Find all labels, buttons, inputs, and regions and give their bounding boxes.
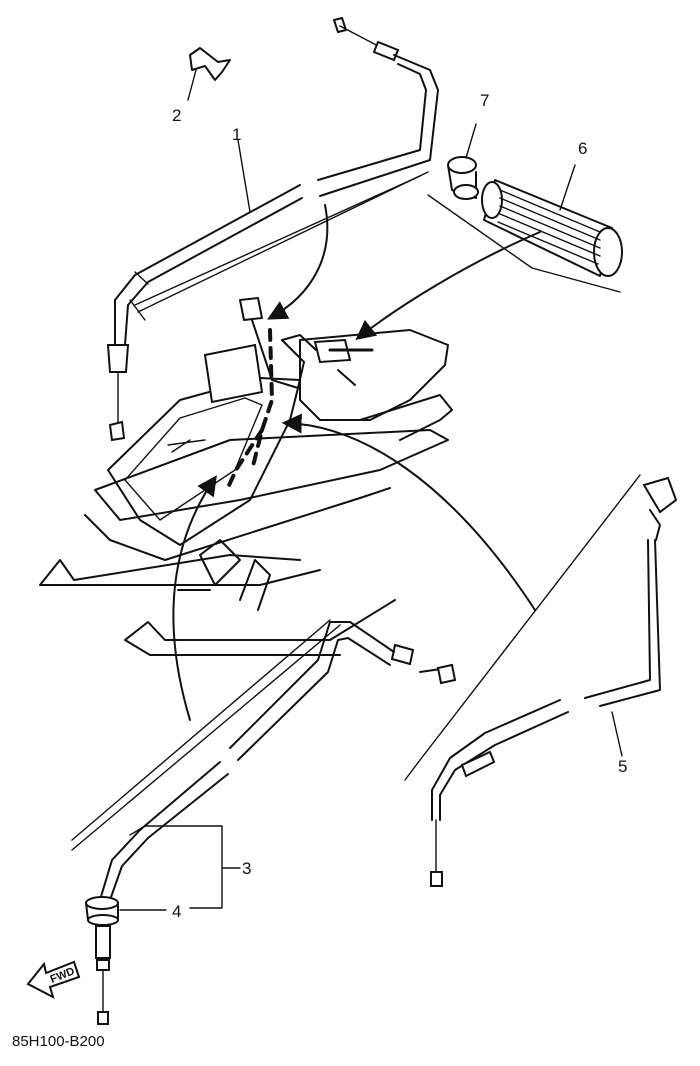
cable-part-1 xyxy=(106,17,439,442)
callout-4: 4 xyxy=(172,902,181,921)
grip-ribs xyxy=(497,189,601,265)
callout-3: 3 xyxy=(242,859,251,878)
fwd-arrow: FWD xyxy=(26,960,81,999)
cable-part-3-4 xyxy=(71,619,457,1025)
callout-6: 6 xyxy=(578,139,587,158)
callout-5: 5 xyxy=(618,757,627,776)
cable-part-5 xyxy=(404,474,678,887)
callout-1: 1 xyxy=(232,125,241,144)
clip-part-2 xyxy=(187,47,231,101)
drawing-code: 85H100-B200 xyxy=(12,1033,105,1050)
callout-7: 7 xyxy=(480,91,489,110)
routing-arrows xyxy=(172,204,541,721)
snowmobile-body xyxy=(39,297,453,656)
callout-numbers: 1 2 3 4 5 6 7 xyxy=(172,91,627,921)
grip-parts-6-7 xyxy=(427,123,623,293)
callout-2: 2 xyxy=(172,106,181,125)
